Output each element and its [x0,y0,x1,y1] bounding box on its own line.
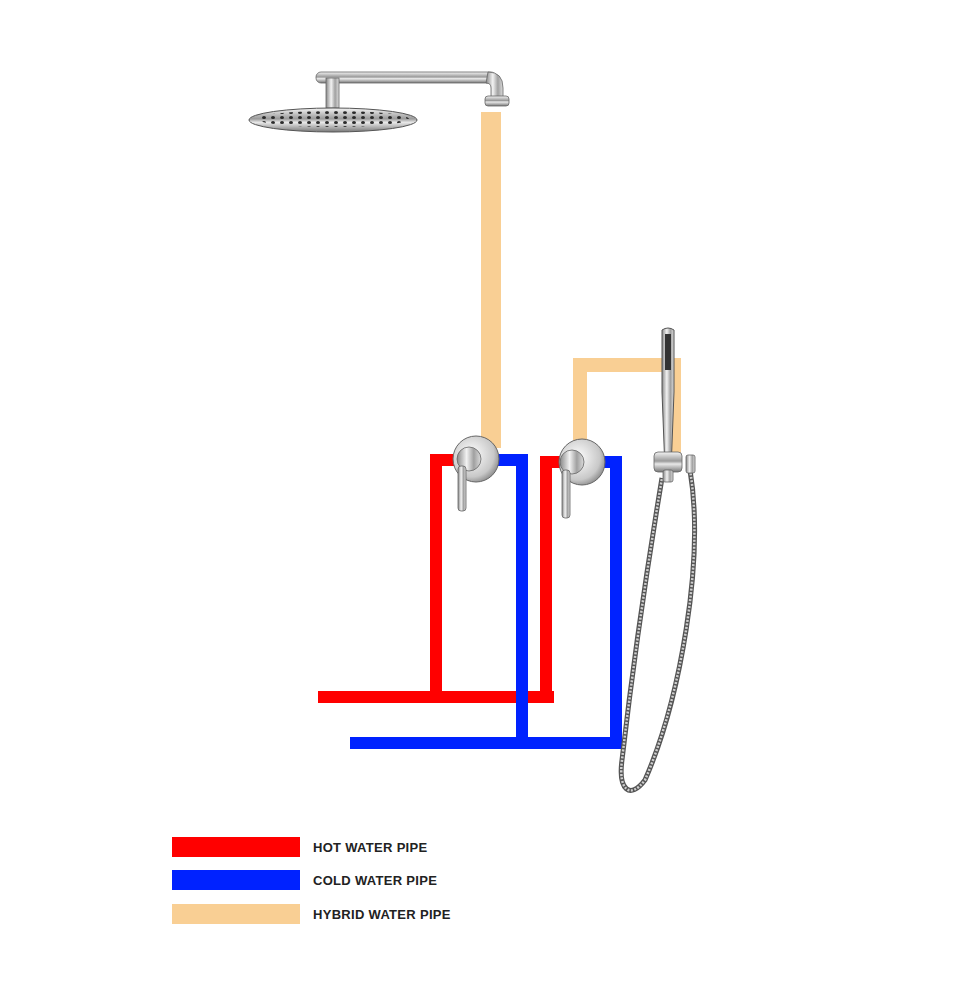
legend-text: HYBRID WATER PIPE [313,907,451,922]
legend-swatch [172,837,300,857]
hand-shower [621,328,695,790]
mixer-valve [559,439,605,518]
legend-row: HOT WATER PIPE [172,836,427,858]
hybrid-pipe [481,112,681,456]
legend-swatch [172,904,300,924]
legend-text: HOT WATER PIPE [313,840,427,855]
rain-shower-head [249,72,509,132]
legend-row: COLD WATER PIPE [172,869,437,891]
legend-row: HYBRID WATER PIPE [172,903,451,925]
cold-pipe [350,454,622,749]
legend-swatch [172,870,300,890]
legend-text: COLD WATER PIPE [313,873,437,888]
mixer-valve [453,436,499,511]
